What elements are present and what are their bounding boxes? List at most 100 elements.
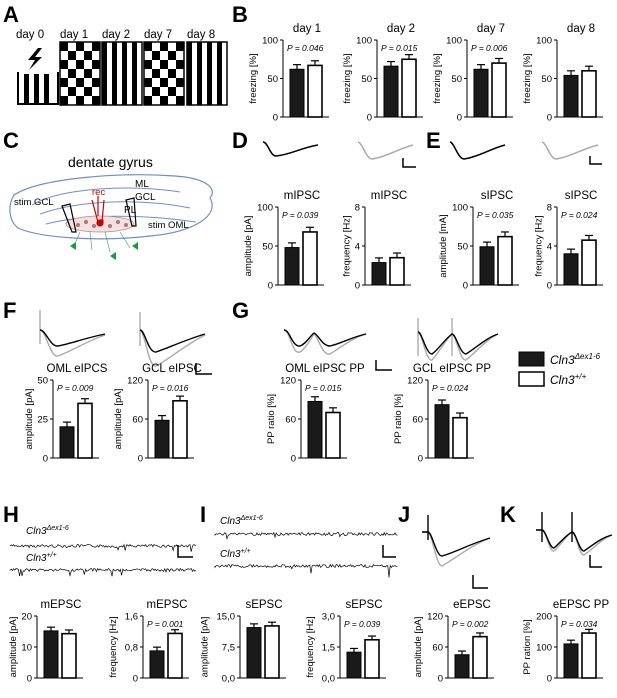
bar-wt	[307, 64, 323, 118]
bar-ko	[43, 630, 59, 679]
legend: Cln3Δex1-6 Cln3+/+	[518, 351, 601, 387]
y-tick-label: 50	[267, 74, 278, 85]
y-tick-label: 8	[547, 203, 552, 214]
y-tick-label: 0,0	[322, 674, 335, 685]
bar-ko	[563, 643, 579, 679]
trace-oml-pp	[283, 329, 367, 355]
y-tick-label: 0	[547, 674, 552, 685]
chart-title: mIPSC	[284, 190, 320, 202]
p-value: P = 0.035	[477, 210, 514, 220]
scalebar-d	[402, 158, 416, 168]
chart-title: eEPSC	[453, 599, 491, 611]
pl-border	[45, 215, 197, 225]
p-value: P = 0.009	[57, 383, 94, 393]
panel-letter-e: E	[426, 128, 441, 153]
y-tick-label: 0,0	[222, 674, 235, 685]
bar-wt	[452, 416, 468, 459]
y-tick-label: 10	[21, 643, 32, 654]
legend-swatch-wt	[518, 371, 545, 387]
chart-title: sEPSC	[245, 599, 282, 611]
y-tick-label: 0	[27, 674, 32, 685]
bar-ko	[473, 68, 489, 118]
y-axis-label: frequency [Hz]	[533, 215, 544, 276]
bar-ko	[563, 74, 579, 118]
bar-wt	[264, 625, 280, 679]
p-value: P = 0.016	[152, 383, 189, 393]
y-axis-label: PP ration [%]	[522, 619, 533, 674]
y-tick-label: 1,5	[322, 643, 335, 654]
chart-title: mEPSC	[41, 599, 82, 611]
panel-letter-d: D	[232, 128, 248, 153]
y-tick-label: 50	[457, 242, 468, 253]
label-ml: ML	[135, 179, 149, 190]
p-value: P = 0.002	[452, 619, 489, 629]
bar-wt	[325, 411, 341, 459]
bar-wt	[61, 632, 77, 679]
bar-wt	[581, 632, 597, 679]
scalebar-i	[382, 545, 396, 558]
p-value: P = 0.039	[282, 210, 319, 220]
chart-title: sEPSC	[345, 599, 382, 611]
legend-label-wt: Cln3+/+	[550, 372, 587, 387]
bar-ko	[346, 651, 362, 679]
y-tick-label: 100	[446, 36, 462, 47]
scalebar-f	[195, 363, 212, 375]
y-axis-label: amplitude [pA]	[24, 389, 35, 450]
p-value: P = 0.015	[381, 43, 418, 53]
bar-ko	[383, 65, 399, 118]
bar-ko	[434, 404, 450, 459]
legend-swatch-ko	[518, 351, 545, 367]
context-box-4	[186, 41, 228, 106]
chart-title: sIPSC	[565, 190, 598, 202]
y-tick-label: 50	[541, 74, 552, 85]
y-tick-label: 200	[536, 612, 552, 623]
panel-letter-f: F	[3, 298, 16, 323]
y-axis-label: amplitude [pA]	[113, 389, 124, 450]
chart-title: eEPSC PP	[553, 599, 610, 611]
panel-letter-h: H	[3, 502, 19, 527]
y-tick-label: 0	[457, 113, 462, 124]
y-tick-label: 4	[547, 242, 552, 253]
bar-ko	[284, 247, 300, 286]
label-stim-oml: stim OML	[148, 220, 189, 231]
scalebar-k	[589, 555, 602, 568]
trace-sipsc-wt	[541, 141, 599, 160]
chart-title: day 7	[477, 23, 505, 35]
label-gcl: GCL	[135, 192, 156, 203]
trace-label-h-wt: Cln3+/+	[26, 552, 57, 564]
bar-wt	[167, 632, 183, 679]
y-tick-label: 0,8	[125, 643, 138, 654]
y-tick-label: 100	[452, 203, 468, 214]
bar-wt	[472, 635, 488, 679]
bar-wt	[302, 231, 318, 286]
scalebar-g	[375, 360, 392, 371]
y-tick-label: 120	[427, 612, 443, 623]
trace-oml-eipsc	[39, 310, 106, 357]
p-value: P = 0.015	[305, 383, 342, 393]
panel-letter-a: A	[3, 2, 19, 27]
y-tick-label: 7,5	[222, 643, 235, 654]
bar-ko	[563, 253, 579, 286]
bar-wt	[364, 638, 380, 679]
label-pl: PL	[124, 205, 137, 216]
trace-label-i-wt: Cln3+/+	[220, 548, 251, 560]
trace-mipsc-ko	[262, 141, 319, 157]
panel-a-contexts: day 0 day 1 day 2 day 7 day 8	[16, 29, 228, 106]
y-tick-label: 60	[285, 415, 296, 426]
panel-letter-k: K	[500, 502, 516, 527]
y-tick-label: 8	[355, 203, 360, 214]
y-tick-label: 50	[262, 242, 273, 253]
chart-title: GCL eIPSC PP	[413, 363, 492, 375]
legend-label-ko: Cln3Δex1-6	[550, 352, 601, 367]
y-tick-label: 50	[451, 74, 462, 85]
y-axis-label: freezing [%]	[522, 53, 533, 103]
y-tick-label: 100	[356, 36, 372, 47]
y-tick-label: 0	[547, 113, 552, 124]
chart-title: sIPSC	[481, 190, 514, 202]
